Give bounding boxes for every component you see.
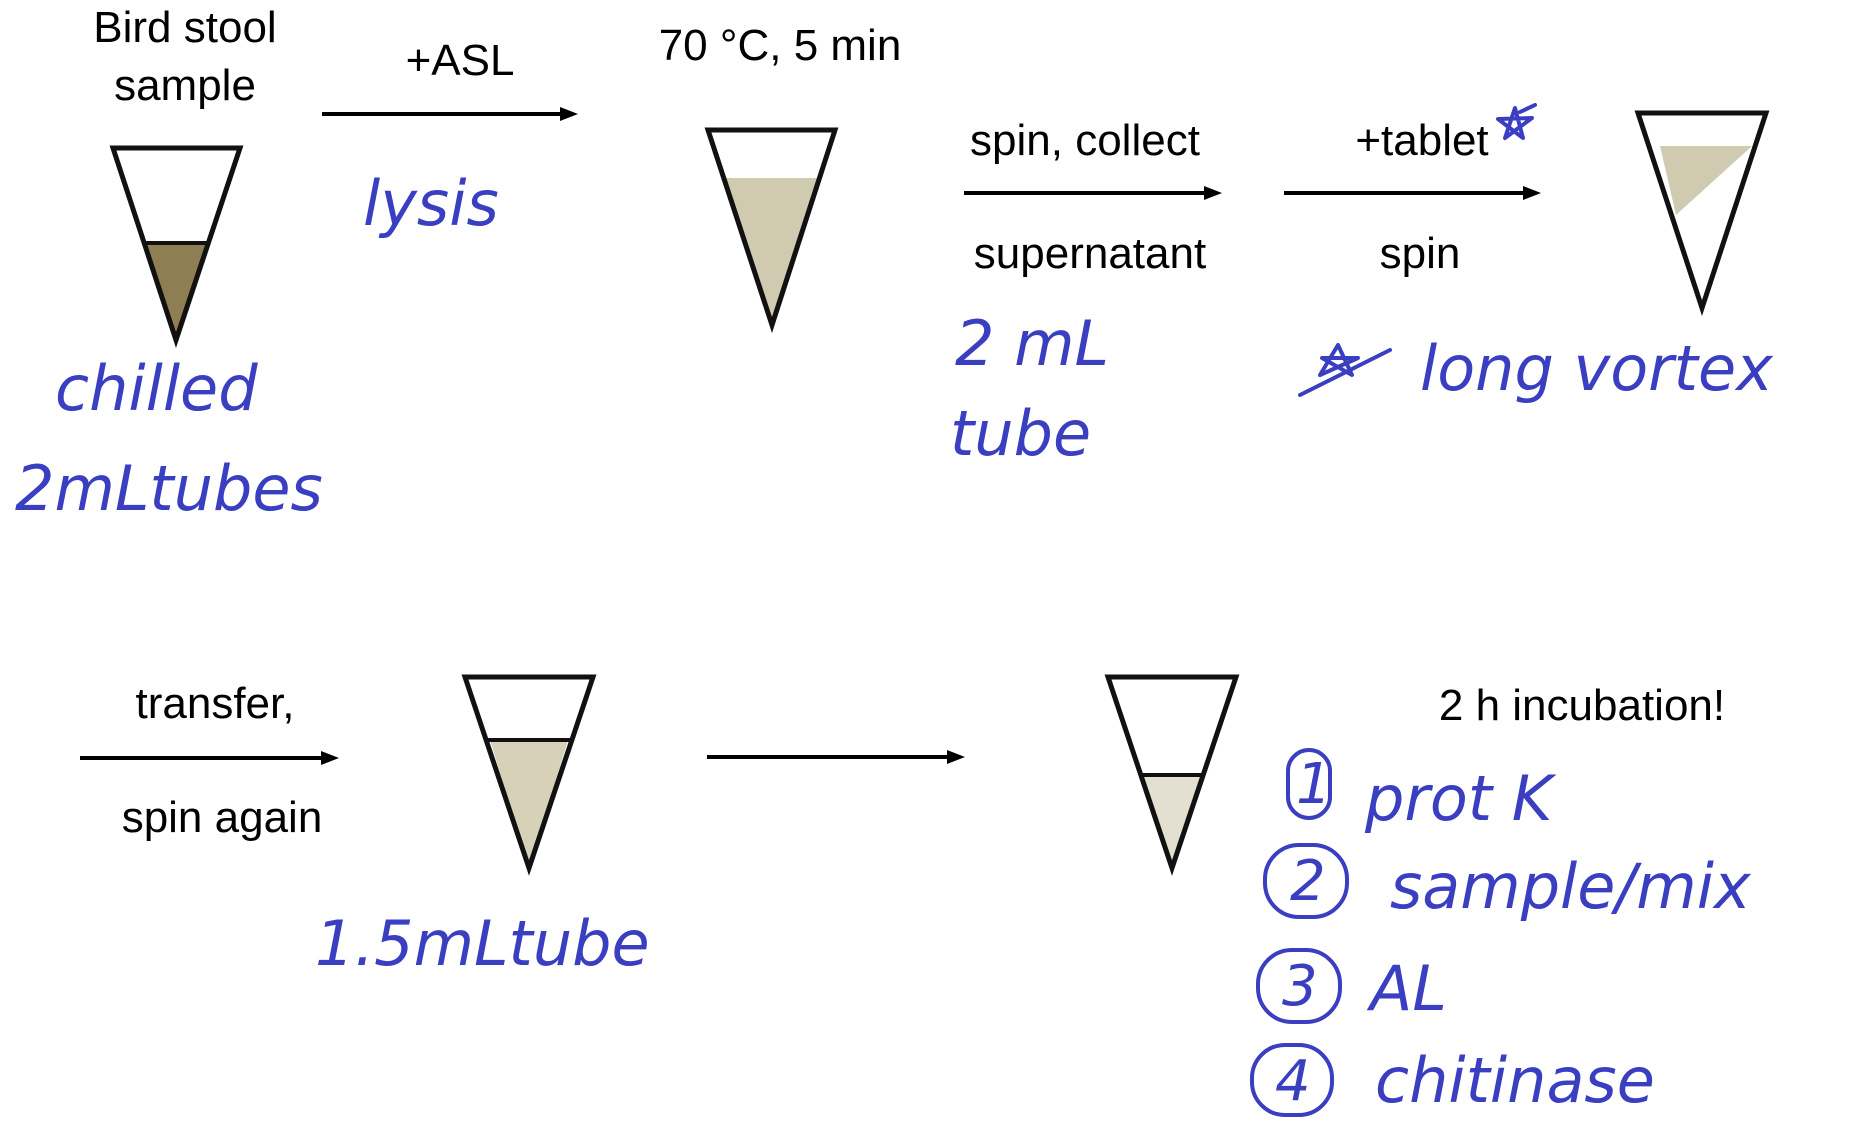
tablet-tube xyxy=(1634,110,1770,317)
spin-label: spin xyxy=(1380,229,1461,278)
step-4-number: 4 xyxy=(1275,1049,1311,1114)
incubation-label: 2 h incubation! xyxy=(1439,681,1725,730)
spin-again-label: spin again xyxy=(122,793,323,842)
step-2-number: 2 xyxy=(1290,849,1326,914)
supernatant-label: supernatant xyxy=(974,229,1206,278)
spin-collect-label: spin, collect xyxy=(970,116,1200,165)
transfer-arrow xyxy=(80,751,339,765)
tube-2ml-note-line2: tube xyxy=(950,397,1091,470)
sample-label-line1: Bird stool xyxy=(93,3,276,52)
step-4-note: chitinase xyxy=(1375,1044,1655,1117)
supernatant-tube xyxy=(461,674,597,876)
chilled-note: chilled xyxy=(55,352,258,425)
step-3: 3 AL xyxy=(1256,948,1447,1025)
asl-label: +ASL xyxy=(406,36,515,85)
tube-outline xyxy=(1634,110,1770,317)
tube-15ml-note: 1.5mLtube xyxy=(315,907,650,980)
transfer-label: transfer, xyxy=(136,679,295,728)
stool-sample-tube xyxy=(109,145,244,348)
tablet-spin-arrow xyxy=(1284,186,1541,200)
incubation-arrow xyxy=(707,750,965,764)
stool-fill xyxy=(145,243,207,340)
step-1-note: prot K xyxy=(1364,762,1557,835)
tube-outline xyxy=(109,145,244,348)
tube-outline xyxy=(704,127,839,334)
step-2-circle xyxy=(1263,843,1349,919)
step-4-circle xyxy=(1250,1043,1334,1117)
long-vortex-note: long vortex xyxy=(1420,332,1774,405)
step-3-note: AL xyxy=(1366,952,1447,1025)
tube-2ml-note-line1: 2 mL xyxy=(955,307,1109,380)
tablet-label: +tablet xyxy=(1355,116,1488,165)
spin-collect-arrow xyxy=(964,186,1222,200)
tube-outline xyxy=(1104,674,1240,876)
lysis-note: lysis xyxy=(363,167,499,240)
step-1-number: 1 xyxy=(1296,752,1332,817)
asl-arrow xyxy=(322,107,578,121)
incubation-fill xyxy=(1140,775,1204,868)
lysate-tube xyxy=(704,127,839,334)
step-1-circle xyxy=(1286,748,1332,820)
step-2-note: sample/mix xyxy=(1390,850,1752,923)
step-1: 1 prot K xyxy=(1286,748,1557,835)
vortex-star-mark xyxy=(1298,343,1392,397)
step-2: 2 sample/mix xyxy=(1263,843,1752,923)
step-3-number: 3 xyxy=(1282,954,1318,1019)
tablet-fill xyxy=(1660,146,1752,215)
lysate-fill xyxy=(723,178,820,325)
tablet-star-mark xyxy=(1496,103,1537,140)
heat-label: 70 °C, 5 min xyxy=(659,21,902,70)
sample-label-line2: sample xyxy=(114,61,256,110)
incubation-tube xyxy=(1104,674,1240,876)
step-4: 4 chitinase xyxy=(1250,1043,1655,1117)
tube-outline xyxy=(461,674,597,876)
step-3-circle xyxy=(1256,948,1342,1024)
supernatant-fill xyxy=(490,740,568,868)
tubes-2ml-note: 2mLtubes xyxy=(15,452,323,525)
